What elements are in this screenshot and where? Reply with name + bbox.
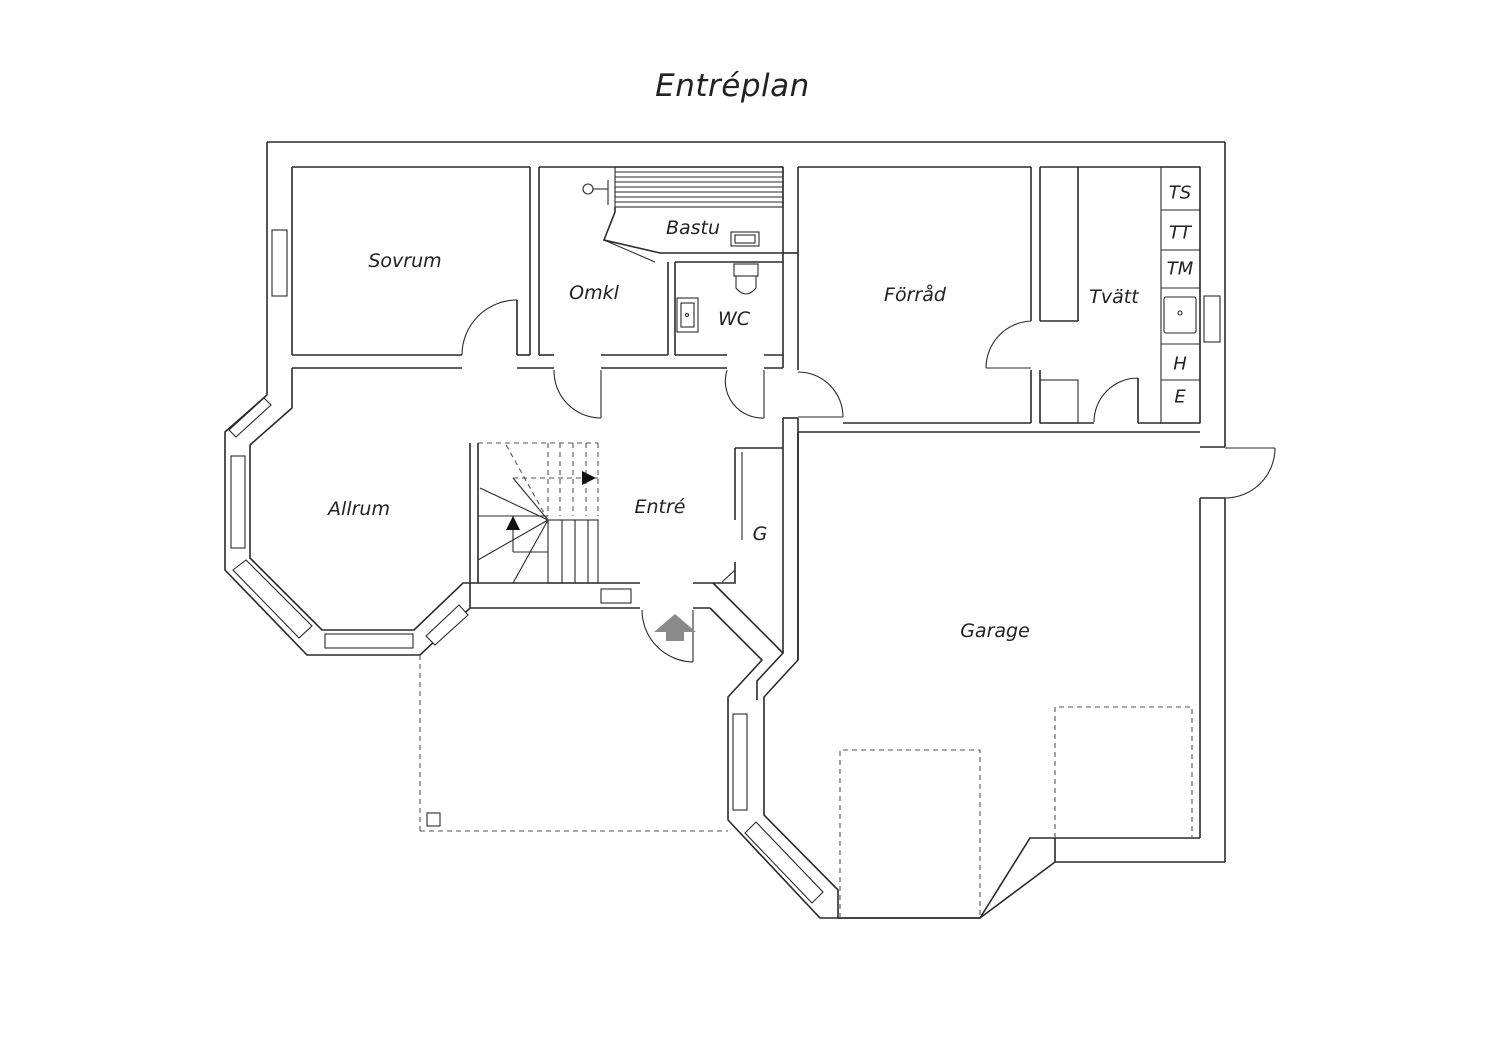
fixture-label-e: E	[1174, 386, 1186, 408]
omkl-bastu-wc-walls	[538, 166, 799, 419]
room-label-wc: WC	[717, 308, 751, 330]
fixture-label-ts: TS	[1168, 182, 1192, 204]
allrum-bay-walls	[224, 229, 783, 656]
fixture-label-tt: TT	[1169, 222, 1191, 244]
fixture-label-tm: TM	[1166, 258, 1194, 280]
room-label-entre: Entré	[634, 496, 686, 518]
room-label-bastu: Bastu	[665, 217, 721, 239]
room-label-sovrum: Sovrum	[368, 250, 442, 272]
terrace-outline	[419, 655, 728, 832]
room-label-omkl: Omkl	[569, 282, 619, 304]
room-label-g: G	[752, 523, 768, 545]
page-title: Entréplan	[655, 68, 810, 104]
entre-walls	[469, 418, 799, 820]
room-label-forrad: Förråd	[884, 284, 946, 306]
room-label-tvatt: Tvätt	[1089, 286, 1139, 308]
room-label-garage: Garage	[960, 620, 1030, 642]
tvatt-walls	[1039, 166, 1276, 499]
outer-walls	[266, 141, 1226, 863]
fixture-label-h: H	[1173, 353, 1187, 375]
room-label-allrum: Allrum	[328, 498, 390, 520]
sovrum-walls	[292, 167, 531, 356]
garage-walls	[727, 431, 1200, 919]
